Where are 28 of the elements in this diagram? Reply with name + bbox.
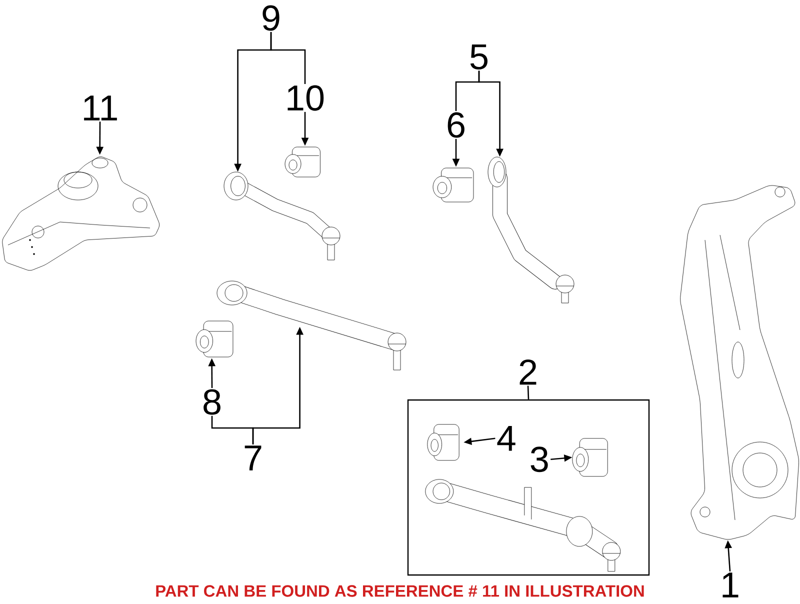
strut-arm-drawing [216, 280, 406, 370]
leader-line [527, 386, 530, 400]
callout-number: 4 [497, 426, 516, 451]
leader-line [211, 416, 254, 444]
bushing-drawing [196, 320, 234, 358]
bushing-drawing [284, 146, 320, 178]
callout-number: 2 [520, 359, 536, 385]
callout-number: 6 [448, 112, 464, 138]
caption-text: PART CAN BE FOUND AS REFERENCE # 11 IN ILLUSTRATION [156, 585, 644, 597]
callout-number: 7 [244, 446, 262, 470]
callout-number: 11 [84, 96, 117, 120]
callout-number: 9 [262, 5, 280, 31]
callout-number: 5 [470, 44, 488, 70]
control-arm-drawing [425, 479, 621, 572]
bushing-drawing [427, 424, 460, 461]
leader-line [455, 70, 480, 112]
leader-line [270, 32, 306, 84]
group-frame [407, 399, 650, 576]
control-arm-drawing [224, 172, 340, 260]
control-arm-drawing [488, 156, 574, 304]
callout-number: 10 [288, 85, 324, 111]
subframe-drawing [2, 156, 160, 271]
callout-number: 3 [530, 446, 548, 472]
bushing-drawing [432, 168, 474, 202]
callout-number: 8 [204, 389, 220, 415]
steering-knuckle-drawing [680, 185, 799, 540]
callout-number: 1 [722, 572, 738, 598]
bushing-drawing [572, 438, 608, 477]
